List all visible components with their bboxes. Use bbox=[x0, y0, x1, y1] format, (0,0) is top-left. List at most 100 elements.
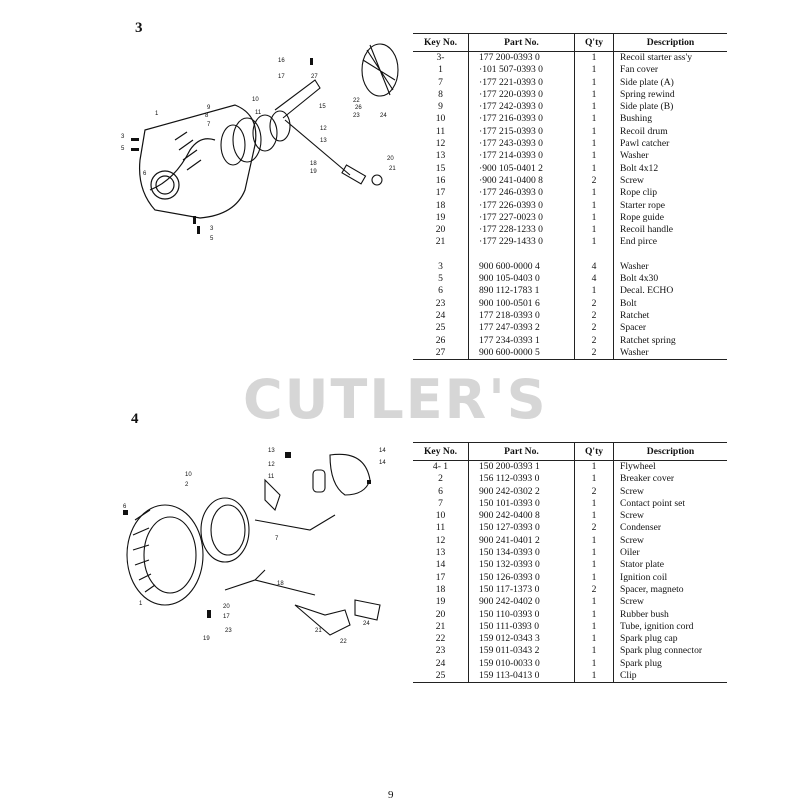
diagram-label: 19 bbox=[203, 636, 210, 642]
part-no-cell bbox=[468, 248, 575, 261]
part-no-cell: 900 241-0401 2 bbox=[468, 534, 575, 548]
qty-cell: 1 bbox=[574, 162, 614, 175]
description-cell: Clip bbox=[613, 670, 727, 684]
part-no-cell: 150 117-1373 0 bbox=[468, 583, 575, 597]
description-cell: Decal. ECHO bbox=[613, 285, 727, 298]
qty-cell: 1 bbox=[574, 236, 614, 249]
key-no-cell: 1 bbox=[438, 64, 443, 76]
part-no-cell: 159 113-0413 0 bbox=[468, 670, 575, 684]
description-cell: Screw bbox=[613, 510, 727, 523]
qty-cell: 1 bbox=[574, 113, 614, 126]
qty-cell: 4 bbox=[574, 260, 614, 274]
diagram-label: 6 bbox=[143, 171, 147, 177]
diagram-label: 13 bbox=[268, 448, 275, 454]
description-cell: Screw bbox=[613, 485, 727, 498]
key-no-cell: 24 bbox=[435, 309, 446, 321]
qty-cell: 1 bbox=[574, 211, 614, 225]
description-cell: Recoil starter ass'y bbox=[613, 51, 727, 65]
table-header-row: Key No. Part No. Q'ty Description bbox=[413, 442, 727, 461]
part-no-cell: ·101 507-0393 0 bbox=[468, 64, 575, 77]
key-no-cell: 7 bbox=[438, 76, 443, 88]
description-cell: Rubber bush bbox=[613, 608, 727, 621]
part-no-cell: 159 010-0033 0 bbox=[468, 657, 575, 671]
description-cell: Recoil drum bbox=[613, 125, 727, 139]
key-no-cell: 9 bbox=[438, 101, 443, 113]
part-no-cell: ·177 214-0393 0 bbox=[468, 150, 575, 163]
key-no-cell: 21 bbox=[435, 236, 446, 248]
header-part-no: Part No. bbox=[468, 442, 575, 461]
part-no-cell: 177 218-0393 0 bbox=[468, 309, 575, 323]
diagram-label: 2 bbox=[185, 482, 189, 488]
recoil-starter-diagram: 16 17 18 19 20 21 22 23 24 26 27 9 8 7 1… bbox=[121, 43, 399, 242]
diagram-label: 20 bbox=[387, 156, 394, 162]
diagram-label: 6 bbox=[123, 504, 127, 510]
description-cell: Spacer, magneto bbox=[613, 583, 727, 597]
key-no-cell: 10 bbox=[435, 510, 446, 522]
diagram-label: 22 bbox=[340, 639, 347, 645]
diagram-label: 18 bbox=[277, 581, 284, 587]
key-no-cell: 26 bbox=[435, 334, 446, 346]
section-number-4: 4 bbox=[131, 411, 139, 427]
part-no-cell: 177 247-0393 2 bbox=[468, 322, 575, 335]
stator-drawing bbox=[224, 453, 381, 636]
diagram-label: 1 bbox=[139, 601, 143, 607]
key-no-cell: 20 bbox=[435, 608, 446, 620]
description-cell: Rope guide bbox=[613, 211, 727, 225]
diagram-label: 1 bbox=[155, 111, 159, 117]
part-no-cell: 150 127-0393 0 bbox=[468, 522, 575, 535]
description-cell: Condenser bbox=[613, 522, 727, 535]
diagram-label: 11 bbox=[268, 474, 275, 480]
key-no-cell: 5 bbox=[438, 273, 443, 285]
key-no-cell: 11 bbox=[435, 125, 446, 137]
part-no-cell: 177 234-0393 1 bbox=[468, 334, 575, 347]
description-cell: Screw bbox=[613, 596, 727, 609]
diagram-label: 8 bbox=[205, 113, 209, 119]
diagram-label: 3 bbox=[210, 226, 214, 232]
part-no-cell: ·177 243-0393 0 bbox=[468, 138, 575, 151]
qty-cell: 1 bbox=[574, 559, 614, 572]
part-no-cell: ·177 246-0393 0 bbox=[468, 187, 575, 200]
description-cell: Spark plug bbox=[613, 657, 727, 671]
part-no-cell: ·177 226-0393 0 bbox=[468, 199, 575, 212]
description-cell: Side plate (B) bbox=[613, 101, 727, 114]
key-no-cell: 19 bbox=[435, 211, 446, 223]
part-no-cell: 150 132-0393 0 bbox=[468, 559, 575, 572]
description-cell: Spark plug cap bbox=[613, 633, 727, 646]
part-no-cell: 150 126-0393 0 bbox=[468, 571, 575, 584]
part-no-cell: ·177 220-0393 0 bbox=[468, 88, 575, 102]
qty-cell: 2 bbox=[574, 522, 614, 535]
diagram-label: 7 bbox=[275, 536, 279, 542]
description-cell: Screw bbox=[613, 534, 727, 548]
qty-cell: 2 bbox=[574, 297, 614, 310]
qty-cell: 1 bbox=[574, 125, 614, 139]
diagram-label: 20 bbox=[223, 604, 230, 610]
qty-cell: 1 bbox=[574, 76, 614, 89]
key-no-cell: 13 bbox=[435, 547, 446, 559]
key-no-cell: 23 bbox=[435, 297, 446, 309]
description-cell: Breaker cover bbox=[613, 473, 727, 486]
key-no-cell: 19 bbox=[435, 596, 446, 608]
qty-cell: 4 bbox=[574, 273, 614, 286]
key-no-cell: 15 bbox=[435, 162, 446, 174]
qty-cell: 2 bbox=[574, 346, 614, 361]
diagram-label: 14 bbox=[379, 448, 386, 454]
